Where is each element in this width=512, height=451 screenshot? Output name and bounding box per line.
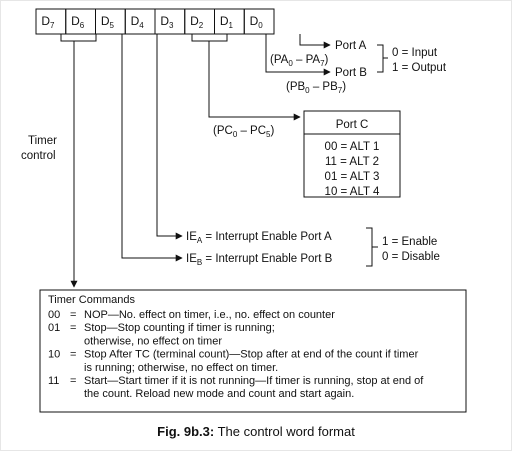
port-ab-lines — [265, 34, 388, 76]
command-code: 11 — [48, 375, 59, 387]
command-equals: = — [70, 322, 76, 334]
bit-label: D0 — [250, 14, 264, 30]
command-text: Start—Start timer if it is not running—I… — [84, 375, 424, 387]
timer-lines — [39, 41, 467, 413]
bit-label: D4 — [131, 14, 145, 30]
pc-range-label: (PC0 – PC5) — [213, 125, 274, 139]
iea-label: IEA = Interrupt Enable Port A — [186, 231, 332, 245]
port-c-box — [303, 110, 401, 198]
interrupt-brace — [366, 227, 373, 267]
command-text: otherwise, no effect on timer — [84, 335, 222, 347]
pb-range-label: (PB0 – PB7) — [286, 81, 346, 95]
port-c-lines — [208, 41, 401, 198]
bit-label: D2 — [190, 14, 204, 30]
timer-control-label-2: control — [21, 150, 56, 162]
enable-label: 1 = Enable — [382, 236, 437, 248]
command-text: Stop After TC (terminal count)—Stop afte… — [84, 349, 419, 361]
port-c-row: 11 = ALT 2 — [325, 156, 379, 168]
command-code: 10 — [48, 349, 60, 361]
command-equals: = — [70, 309, 76, 321]
port-c-row: 01 = ALT 3 — [325, 171, 380, 183]
bit-label: D5 — [101, 14, 115, 30]
disable-label: 0 = Disable — [382, 251, 440, 263]
timer-control-label-1: Timer — [28, 135, 57, 147]
bit-label: D6 — [71, 14, 85, 30]
command-equals: = — [70, 349, 76, 361]
command-code: 00 — [48, 309, 60, 321]
arrow-iea — [156, 34, 183, 240]
arrow-ieb — [121, 34, 183, 262]
timer-commands-box — [39, 289, 467, 413]
interrupt-lines — [121, 34, 378, 267]
figure-caption: Fig. 9b.3: The control word format — [157, 424, 355, 439]
command-text: is running; otherwise, no effect on time… — [84, 362, 278, 374]
bit-label: D7 — [41, 14, 55, 30]
port-c-row: 00 = ALT 1 — [325, 141, 380, 153]
command-equals: = — [70, 375, 76, 387]
port-c-title: Port C — [336, 119, 369, 131]
port-c-row: 10 = ALT 4 — [325, 186, 380, 198]
register-bits: D7 D6 D5 D4 D3 D2 D1 D0 — [35, 8, 275, 35]
bit-label: D1 — [220, 14, 234, 30]
port-ab-brace — [377, 44, 384, 73]
command-code: 01 — [48, 322, 60, 334]
bracket-d3-d2 — [191, 34, 228, 42]
io-output-label: 1 = Output — [392, 62, 447, 74]
command-text: Stop—Stop counting if timer is running; — [84, 322, 275, 334]
command-text: the count. Reload new mode and count and… — [84, 388, 354, 400]
command-text: NOP—No. effect on timer, i.e., no. effec… — [84, 309, 335, 321]
bit-brackets — [60, 34, 228, 42]
arrow-port-b — [265, 34, 331, 76]
port-b-label: Port B — [335, 67, 367, 79]
pa-range-label: (PA0 – PA7) — [270, 54, 329, 68]
port-a-label: Port A — [335, 40, 367, 52]
bit-label: D3 — [160, 14, 174, 30]
timer-commands-title: Timer Commands — [48, 294, 135, 306]
io-input-label: 0 = Input — [392, 47, 438, 59]
timer-commands-lines: 00 = NOP—No. effect on timer, i.e., no. ef… — [48, 309, 424, 400]
arrow-port-c — [208, 41, 301, 121]
arrow-port-a — [299, 34, 331, 49]
ieb-label: IEB = Interrupt Enable Port B — [186, 253, 333, 267]
bracket-d7-d6 — [60, 34, 97, 42]
bit-cell — [243, 8, 275, 35]
